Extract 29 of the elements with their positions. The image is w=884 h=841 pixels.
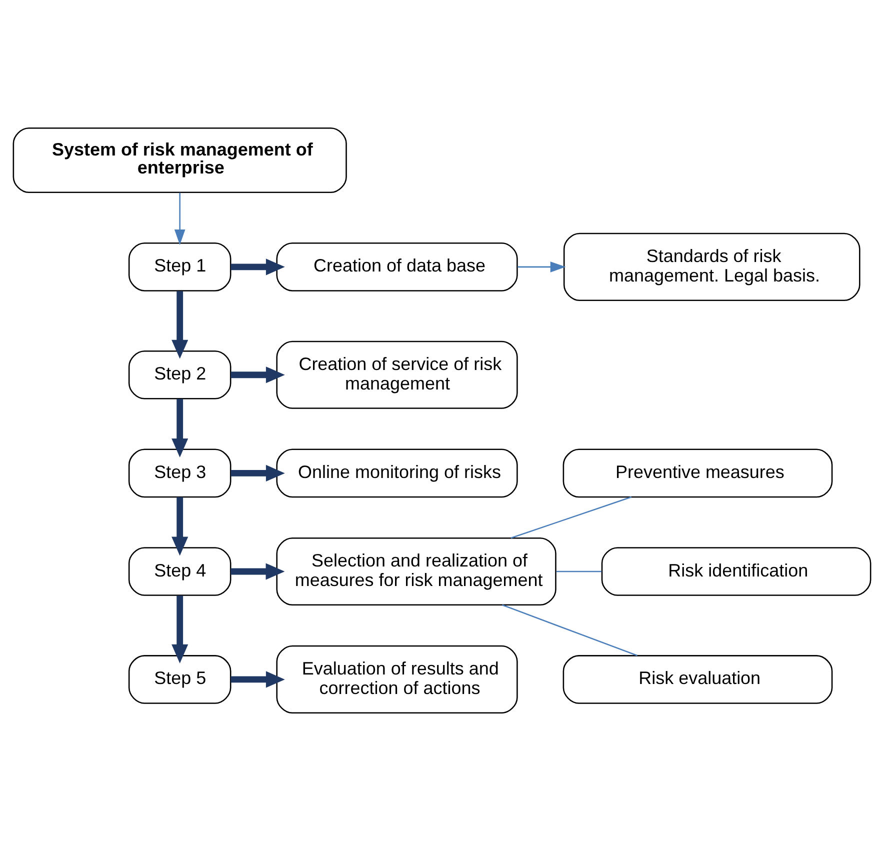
arrow xyxy=(172,596,188,664)
arrow xyxy=(230,563,285,580)
node-box: Risk identification xyxy=(601,547,872,596)
node-box: Creation of service of risk management xyxy=(276,340,518,409)
node-box: Risk evaluation xyxy=(562,655,833,704)
connector xyxy=(502,604,638,656)
arrow xyxy=(172,497,188,556)
node-box: Online monitoring of risks xyxy=(276,448,518,498)
node-box: Selection and realization of measures for risk management xyxy=(276,537,556,606)
node-box: Step 1 xyxy=(128,242,232,292)
node-box: Evaluation of results and correction of actions xyxy=(276,645,518,714)
arrow xyxy=(230,258,285,276)
connector xyxy=(556,570,602,572)
node-box: System of risk management of enterprise xyxy=(12,128,347,194)
connector xyxy=(510,496,632,539)
arrow xyxy=(518,262,566,272)
node-box: Step 3 xyxy=(128,448,232,498)
node-box: Standards of risk management. Legal basis. xyxy=(563,232,860,301)
node-box: Step 5 xyxy=(128,655,232,704)
arrow xyxy=(230,671,285,688)
arrow xyxy=(174,192,186,245)
arrow xyxy=(230,366,285,384)
arrow xyxy=(230,464,285,482)
node-box: Step 4 xyxy=(128,547,232,596)
node-box: Preventive measures xyxy=(562,448,833,498)
arrow xyxy=(172,398,188,458)
node-box: Creation of data base xyxy=(276,242,518,292)
arrow xyxy=(172,291,188,359)
node-box: Step 2 xyxy=(128,350,232,400)
